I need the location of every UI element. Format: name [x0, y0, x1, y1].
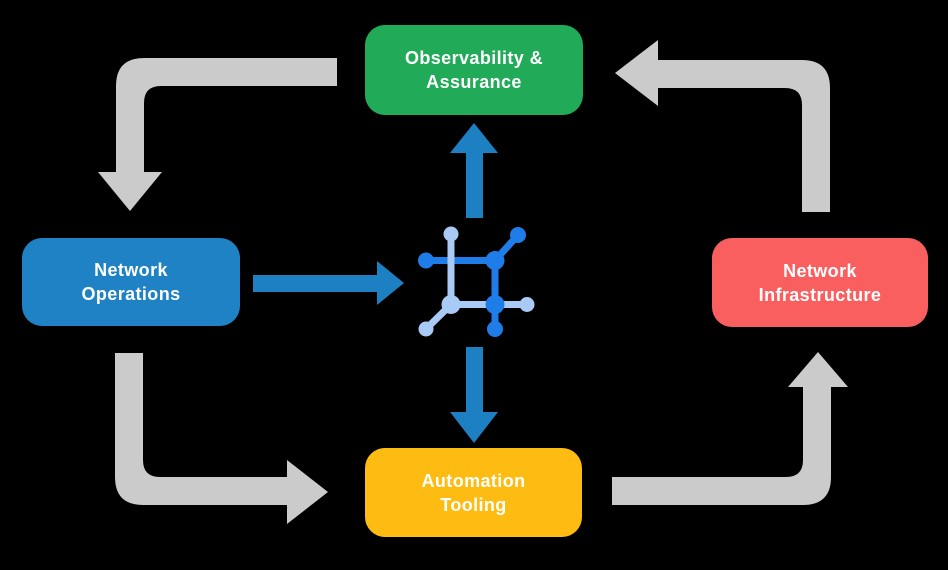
node-label-line: Observability &	[404, 48, 544, 68]
arrow-operations-to-tooling	[115, 353, 328, 524]
node-label-line: Network	[94, 260, 168, 280]
arrow-operations-to-center	[253, 261, 404, 305]
node-label-line: Tooling	[440, 494, 507, 515]
node-label-line: Assurance	[426, 72, 522, 92]
network-mesh-icon-dark-nodes	[418, 227, 526, 337]
node-network-operations: Network Operations	[22, 238, 240, 326]
arrow-center-to-tooling	[450, 347, 498, 443]
hub-arrows	[253, 123, 498, 443]
network-mesh-icon-light-lines	[422, 230, 531, 333]
arrow-center-to-observability	[450, 123, 498, 218]
network-mesh-icon-light-nodes	[418, 226, 535, 337]
node-observability-assurance: Observability & Assurance	[365, 25, 583, 115]
node-label-line: Infrastructure	[758, 284, 882, 305]
arrow-infrastructure-to-observability	[615, 40, 830, 212]
network-mesh-icon	[418, 226, 535, 337]
node-label-line: Automation	[421, 470, 526, 491]
node-automation-tooling: Automation Tooling	[365, 448, 582, 537]
node-label-line: Network	[783, 260, 857, 281]
arrow-observability-to-operations	[98, 58, 337, 211]
cycle-arrows	[98, 40, 848, 524]
node-network-infrastructure: Network Infrastructure	[712, 238, 928, 327]
arrow-tooling-to-infrastructure	[612, 352, 848, 505]
node-label-line: Operations	[81, 284, 181, 304]
